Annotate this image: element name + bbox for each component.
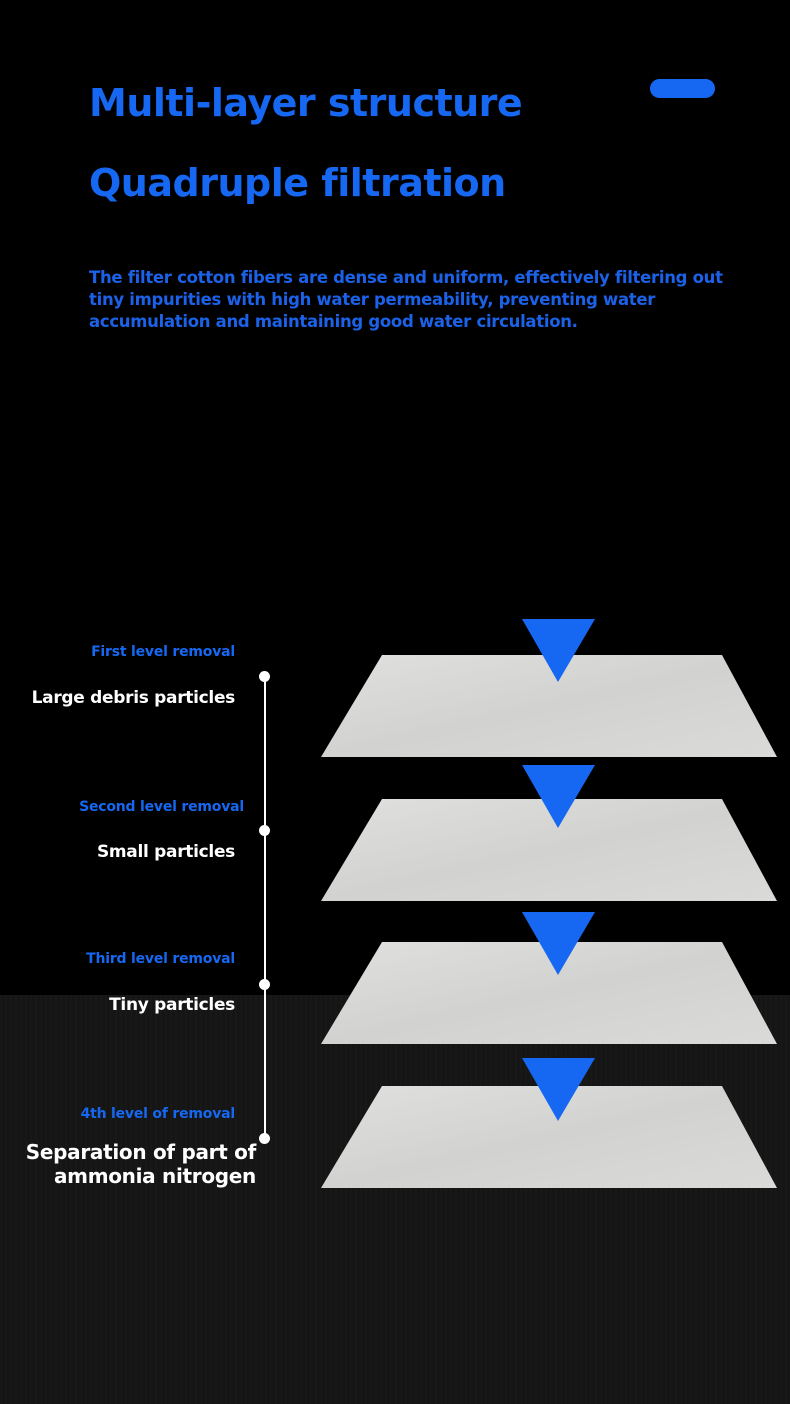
level-4-description: Separation of part of ammonia nitrogen [25, 1140, 257, 1188]
accent-pill-decoration [650, 79, 715, 98]
page-title: Multi-layer structure [89, 81, 523, 125]
lower-background-panel [0, 995, 790, 1404]
level-4-description-line-2: ammonia nitrogen [53, 1164, 256, 1188]
down-arrow-icon [522, 619, 595, 682]
level-3-label: Third level removal [86, 951, 235, 967]
level-1-description: Large debris particles [31, 688, 236, 708]
level-4-label: 4th level of removal [80, 1106, 236, 1122]
down-arrow-icon [522, 1058, 595, 1121]
level-3-description: Tiny particles [109, 995, 235, 1015]
filter-layer-2 [321, 799, 777, 901]
timeline-dot-icon [259, 1133, 270, 1144]
down-arrow-icon [522, 912, 595, 975]
filter-layer-3 [321, 942, 777, 1044]
timeline-dot-icon [259, 979, 270, 990]
timeline-dot-icon [259, 671, 270, 682]
level-1-label: First level removal [91, 644, 235, 660]
filter-layer-4 [321, 1086, 777, 1188]
level-4-description-line-1: Separation of part of [25, 1140, 257, 1164]
level-2-label: Second level removal [79, 799, 244, 815]
down-arrow-icon [522, 765, 595, 828]
filter-layer-1 [321, 655, 777, 757]
page-subtitle: Quadruple filtration [89, 161, 506, 205]
product-description: The filter cotton fibers are dense and u… [89, 268, 723, 331]
level-2-description: Small particles [96, 842, 235, 862]
timeline-line [264, 677, 266, 1139]
timeline-dot-icon [259, 825, 270, 836]
